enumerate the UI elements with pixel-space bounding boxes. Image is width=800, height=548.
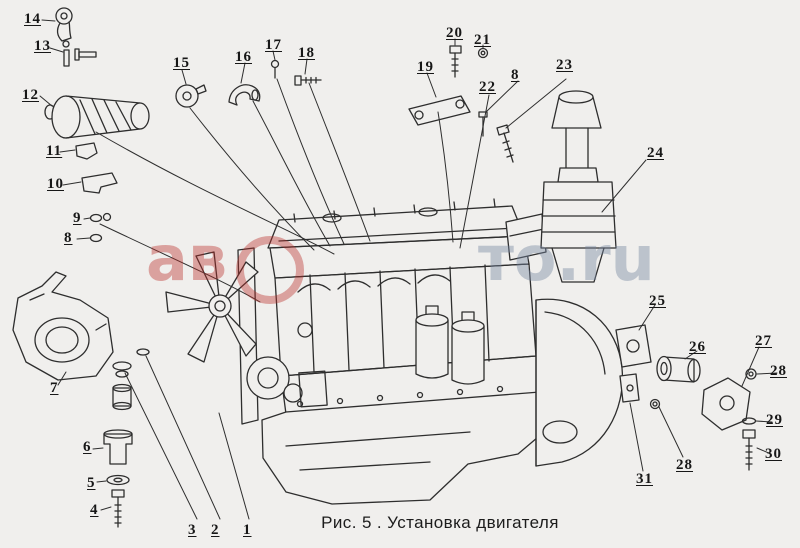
callout-21: 21	[474, 32, 491, 48]
callout-23: 23	[556, 57, 573, 73]
callout-28: 28	[676, 457, 693, 473]
callout-15: 15	[173, 55, 190, 71]
callout-25: 25	[649, 293, 666, 309]
callout-28: 28	[770, 363, 787, 379]
oil-filters	[415, 305, 485, 385]
callout-3: 3	[188, 522, 197, 538]
callout-27: 27	[755, 333, 772, 349]
watermark-text-left: ав	[146, 222, 228, 295]
watermark-text-right: то.ru	[478, 222, 655, 295]
callout-19: 19	[417, 59, 434, 75]
callout-20: 20	[446, 25, 463, 41]
callout-30: 30	[765, 446, 782, 462]
callout-11: 11	[46, 143, 63, 159]
callout-9: 9	[73, 210, 82, 226]
callout-12: 12	[22, 87, 39, 103]
front-mount-bracket	[12, 271, 114, 381]
top-right-parts	[408, 45, 514, 163]
callout-16: 16	[235, 49, 252, 65]
callout-8: 8	[64, 230, 73, 246]
rear-mount-parts	[615, 324, 757, 471]
carburetor	[505, 213, 547, 261]
callout-10: 10	[47, 176, 64, 192]
watermark-logo-ring	[236, 236, 304, 304]
air-filter	[540, 90, 617, 283]
callout-22: 22	[479, 79, 496, 95]
callout-13: 13	[34, 38, 51, 54]
callout-2: 2	[211, 522, 220, 538]
callout-17: 17	[265, 37, 282, 53]
bell-housing	[535, 298, 624, 467]
callout-1: 1	[243, 522, 252, 538]
callout-29: 29	[766, 412, 783, 428]
leader-lines	[39, 19, 778, 520]
figure-caption: Рис. 5 . Установка двигателя	[321, 513, 559, 532]
callout-31: 31	[636, 471, 653, 487]
callout-14: 14	[24, 11, 41, 27]
callout-4: 4	[90, 502, 99, 518]
callout-5: 5	[87, 475, 96, 491]
callout-26: 26	[689, 339, 706, 355]
callout-8: 8	[511, 67, 520, 83]
callout-7: 7	[50, 380, 59, 396]
callout-6: 6	[83, 439, 92, 455]
engine-block	[261, 198, 545, 505]
callout-18: 18	[298, 45, 315, 61]
mount-hardware-left	[103, 348, 150, 528]
top-left-parts	[44, 7, 322, 243]
callout-24: 24	[647, 145, 664, 161]
